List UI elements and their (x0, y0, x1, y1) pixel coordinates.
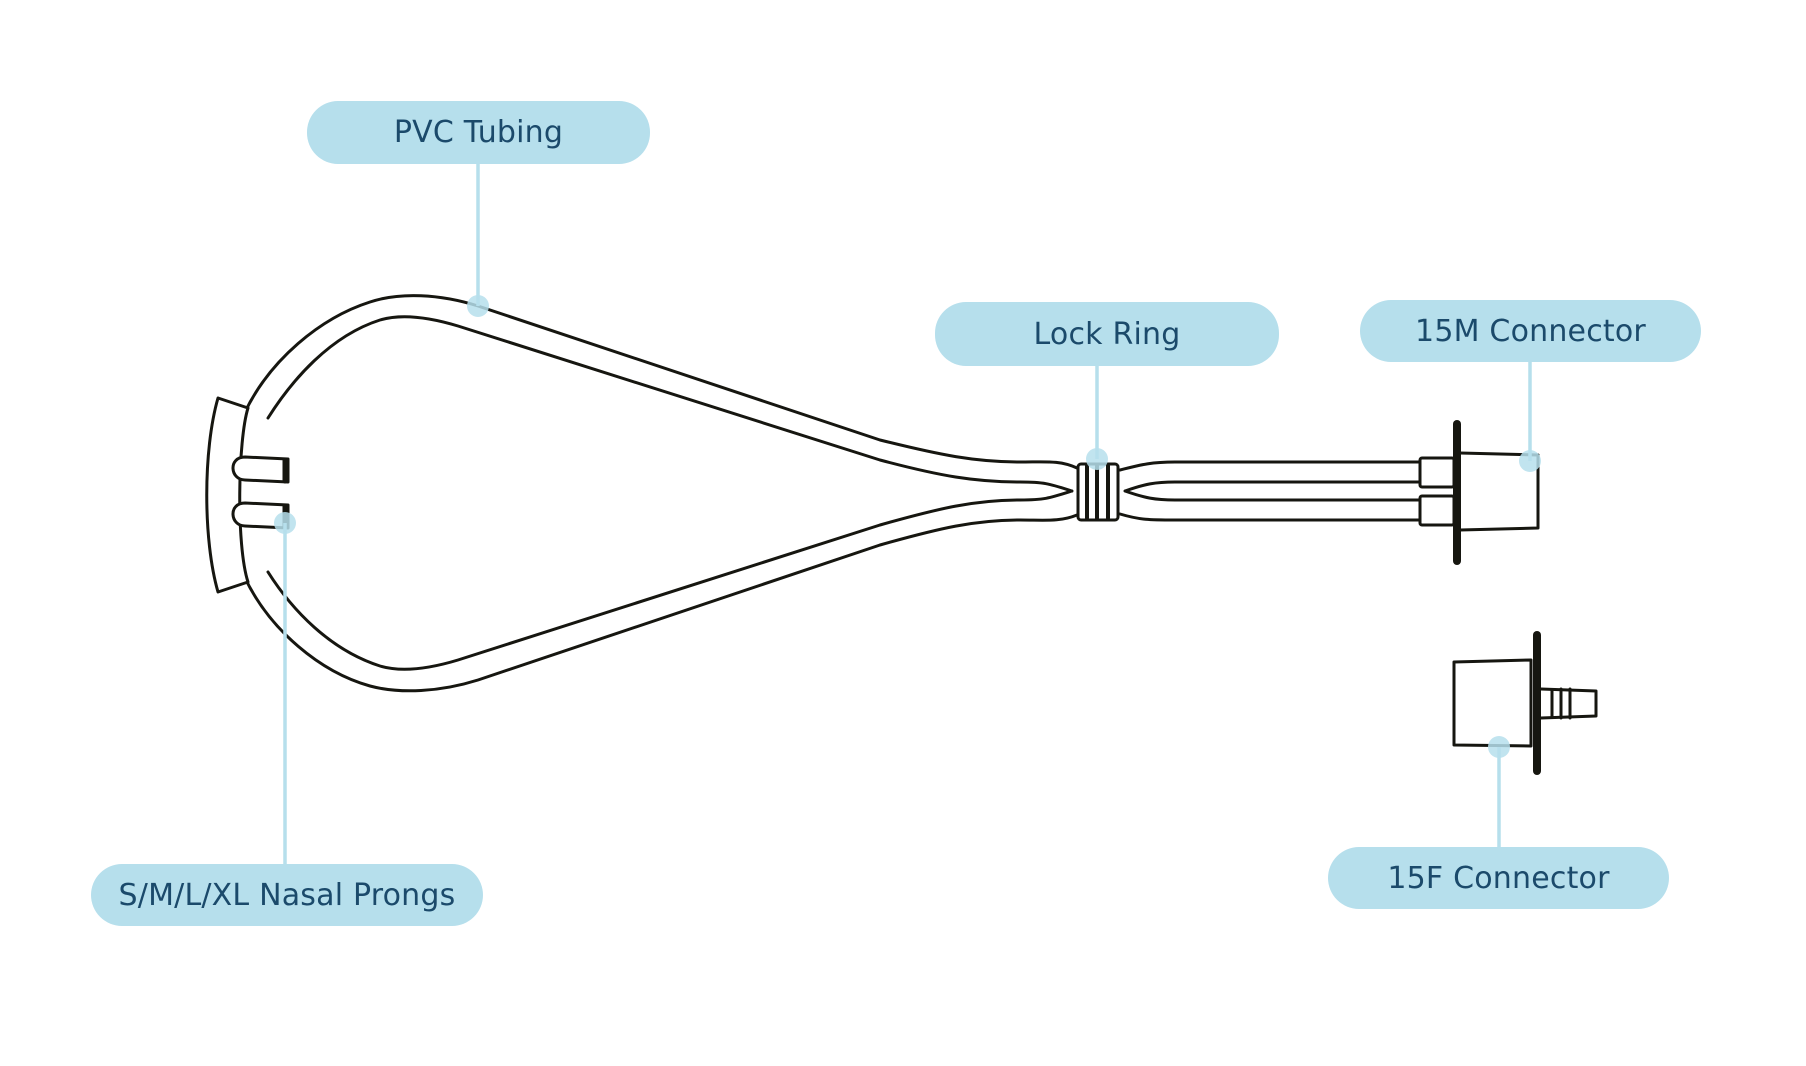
15m-port-lower (1418, 494, 1456, 527)
nasal-prong-upper (231, 455, 290, 484)
anchor-dot-15m-connector (1519, 450, 1541, 472)
twin-tubes (1118, 460, 1422, 522)
label-lock-ring-text: Lock Ring (1033, 316, 1181, 352)
label-lock-ring: Lock Ring (935, 302, 1279, 366)
label-nasal-prongs-text: S/M/L/XL Nasal Prongs (118, 877, 456, 913)
anchor-dot-pvc-tubing (467, 295, 489, 317)
label-pvc-tubing-text: PVC Tubing (393, 115, 564, 150)
tubing-inner (266, 315, 1074, 671)
15m-body (1458, 451, 1540, 532)
15f-body (1452, 658, 1533, 748)
anchor-dot-nasal-prongs (274, 512, 296, 534)
15m-port-upper (1418, 456, 1456, 489)
label-15f-connector-text: 15F Connector (1387, 860, 1610, 896)
label-nasal-prongs: S/M/L/XL Nasal Prongs (91, 864, 483, 926)
nasal-band (205, 396, 250, 594)
label-15f-connector: 15F Connector (1328, 847, 1669, 909)
label-15m-connector: 15M Connector (1360, 300, 1701, 362)
label-pvc-tubing: PVC Tubing (307, 101, 650, 164)
anchor-dot-lock-ring (1086, 448, 1108, 470)
anchor-dot-15f-connector (1488, 736, 1510, 758)
label-15m-connector-text: 15M Connector (1415, 313, 1646, 349)
